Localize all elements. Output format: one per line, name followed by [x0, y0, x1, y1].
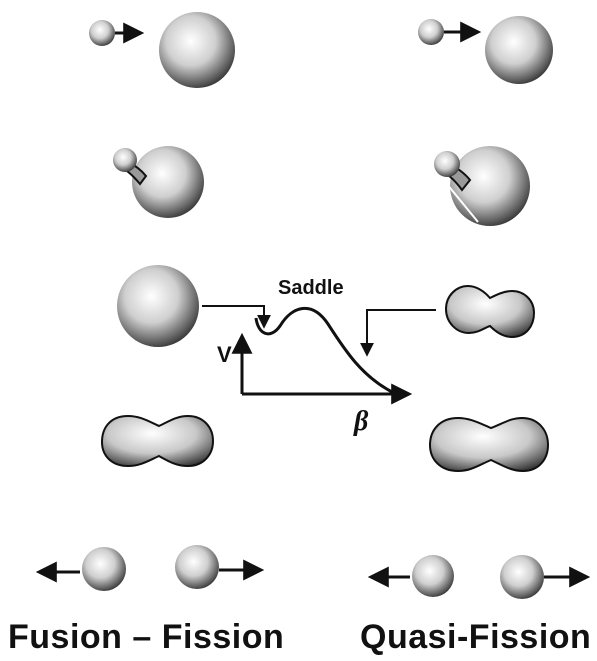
fusion-path-arrow [202, 305, 271, 329]
compound-nucleus [117, 265, 199, 347]
right-contact-large-nucleus [450, 146, 530, 226]
left-fragment-1 [82, 547, 126, 591]
quasi-fission-caption: Quasi-Fission [360, 618, 592, 656]
left-fragment-2 [175, 545, 219, 589]
right-target-nucleus [485, 16, 553, 84]
potential-curve [254, 306, 393, 394]
right-projectile-nucleus [418, 19, 444, 45]
right-quasifission-fragments [367, 555, 591, 599]
saddle-label: Saddle [278, 277, 344, 299]
x-axis-label: β [353, 406, 369, 437]
right-fragment-2 [500, 555, 544, 599]
right-fragment-1 [412, 555, 454, 597]
left-contact-stage [113, 146, 204, 218]
fusion-fission-caption: Fusion – Fission [8, 618, 285, 656]
left-fission-fragments [35, 545, 265, 591]
left-projectile-nucleus [89, 20, 115, 46]
dinuclear-system [444, 284, 536, 339]
right-approach-stage [418, 16, 553, 84]
left-contact-large-nucleus [132, 146, 204, 218]
left-elongated-nucleus [100, 414, 215, 468]
right-contact-separation-line [441, 177, 479, 223]
left-approach-stage [89, 12, 235, 88]
quasifission-path-arrow [360, 309, 436, 357]
right-elongated-nucleus [428, 416, 550, 473]
right-contact-stage [434, 146, 530, 226]
left-target-nucleus [159, 12, 235, 88]
right-contact-small-nucleus [434, 151, 460, 177]
potential-energy-sketch: Saddle V β [202, 277, 436, 437]
y-axis-label: V [217, 342, 232, 367]
left-contact-small-nucleus [113, 148, 137, 172]
